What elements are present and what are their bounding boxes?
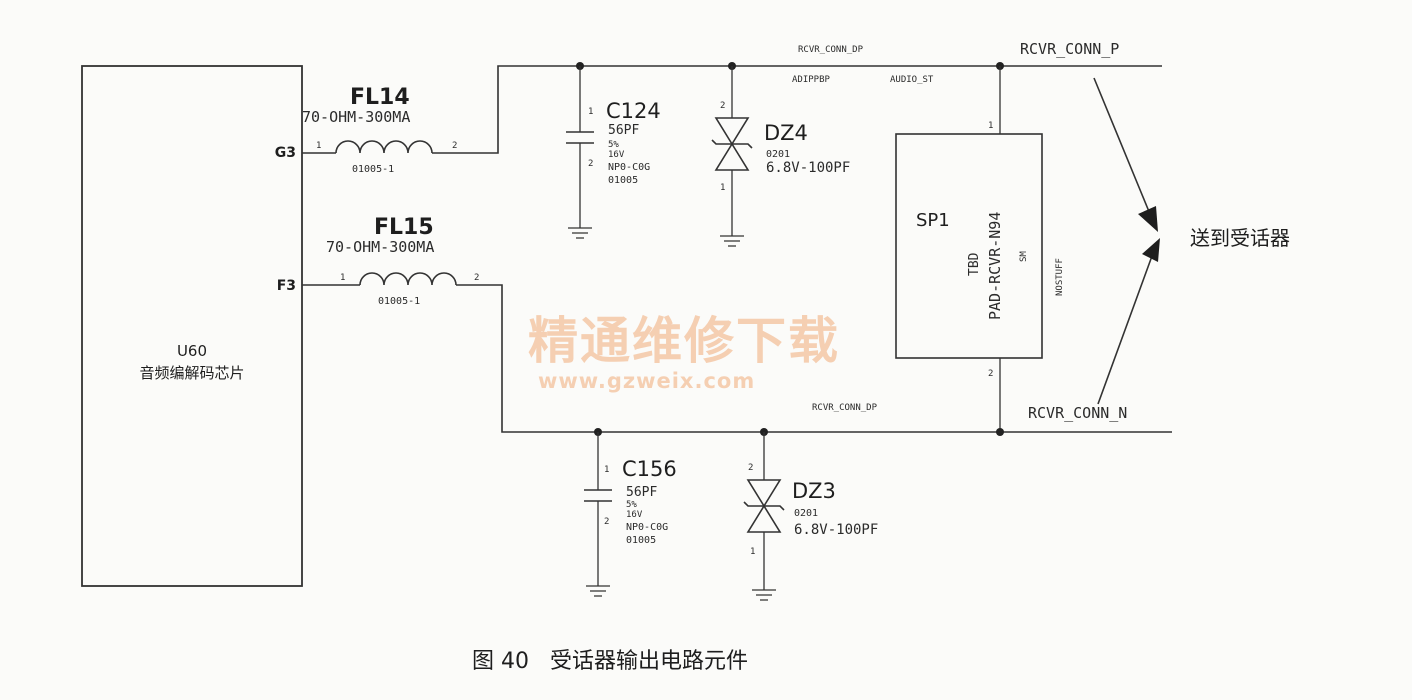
- fl14-pin1: 1: [316, 141, 321, 151]
- dz4-triangle-down: [714, 117, 750, 146]
- u60-desc: 音频编解码芯片: [139, 364, 244, 382]
- c124-pkg: 01005: [608, 175, 638, 186]
- fl15-pkg: 01005-1: [378, 296, 420, 307]
- fl14-value: 70-OHM-300MA: [302, 108, 410, 126]
- arrow-bottom-head: [1142, 238, 1160, 262]
- dz4-ref: DZ4: [764, 121, 808, 145]
- c156-volt: 16V: [626, 510, 643, 520]
- sp1-box: [895, 133, 1043, 359]
- sp1-sm: SM: [1019, 251, 1029, 262]
- dz3-pin-bottom: 1: [750, 547, 755, 557]
- net-top-sub1: ADIPPBP: [792, 75, 831, 85]
- c156-ref: C156: [622, 457, 677, 481]
- c124-value: 56PF: [608, 123, 639, 138]
- dz3-value: 6.8V-100PF: [794, 522, 878, 538]
- c156-pin1: 1: [604, 465, 609, 475]
- fl15-value: 70-OHM-300MA: [326, 238, 434, 256]
- c124-ref: C124: [606, 99, 661, 123]
- c156-diel: NP0-C0G: [626, 522, 668, 533]
- net-bottom-small: RCVR_CONN_DP: [812, 403, 878, 413]
- sp1-ref: SP1: [916, 210, 950, 231]
- sp1-pin-bottom: 2: [988, 369, 993, 379]
- net-top-sub2: AUDIO_ST: [890, 75, 934, 85]
- net-bottom-big: RCVR_CONN_N: [1028, 404, 1127, 422]
- arrow-top-head: [1138, 206, 1158, 232]
- wire-fl15-bottomnet: [456, 284, 1172, 433]
- net-top-small: RCVR_CONN_DP: [798, 45, 864, 55]
- dz3-triangle-down: [746, 479, 782, 508]
- fl14-ref: FL14: [350, 85, 410, 110]
- dz4-ground: [720, 235, 744, 247]
- sp1-part: PAD-RCVR-N94: [986, 212, 1004, 320]
- u60-chip-box: [81, 65, 303, 587]
- fl14-pkg: 01005-1: [352, 164, 394, 175]
- pin-g3-label: G3: [275, 145, 296, 161]
- fl15-pin2: 2: [474, 273, 479, 283]
- dz3-pkg: 0201: [794, 508, 818, 519]
- figure-caption: 图 40 受话器输出电路元件: [472, 649, 748, 674]
- pin-f3-label: F3: [277, 278, 296, 294]
- sp1-tbd: TBD: [967, 252, 982, 276]
- dz4-pin-top: 2: [720, 101, 725, 111]
- watermark-url: www.gzweix.com: [538, 369, 755, 393]
- c124-diel: NP0-C0G: [608, 162, 650, 173]
- c124-pin1: 1: [588, 107, 593, 117]
- fl15-ref: FL15: [374, 215, 434, 240]
- c156-ground: [586, 585, 610, 597]
- dz4-triangle-up: [714, 142, 750, 171]
- c124-ground: [568, 227, 592, 239]
- fl15-pin1: 1: [340, 273, 345, 283]
- net-top-big: RCVR_CONN_P: [1020, 40, 1119, 58]
- c124-tol: 5%: [608, 140, 619, 150]
- c124-pin2: 2: [588, 159, 593, 169]
- sp1-pin-top: 1: [988, 121, 993, 131]
- dz4-pkg: 0201: [766, 149, 790, 160]
- sp1-nostuff: NOSTUFF: [1055, 258, 1065, 296]
- dz3-pin-top: 2: [748, 463, 753, 473]
- dz3-triangle-up: [746, 504, 782, 533]
- dz4-value: 6.8V-100PF: [766, 160, 850, 176]
- fl14-coil: [335, 140, 433, 154]
- c156-pin2: 2: [604, 517, 609, 527]
- c124-volt: 16V: [608, 150, 625, 160]
- dz3-bar: [743, 501, 785, 511]
- dz4-pin-bottom: 1: [720, 183, 725, 193]
- dz3-ground: [752, 589, 776, 601]
- c156-tol: 5%: [626, 500, 637, 510]
- c156-pkg: 01005: [626, 535, 656, 546]
- watermark-cn: 精通维修下载: [528, 312, 840, 370]
- fl15-coil: [359, 272, 457, 286]
- c156-value: 56PF: [626, 485, 657, 500]
- fl14-pin2: 2: [452, 141, 457, 151]
- arrow-bottom-line: [1097, 255, 1153, 405]
- to-receiver-label: 送到受话器: [1190, 226, 1290, 250]
- wire-fl14-topnet: [432, 65, 1162, 154]
- dz3-ref: DZ3: [792, 479, 836, 503]
- junction-sp1-bottom: [996, 428, 1004, 436]
- u60-ref: U60: [177, 342, 207, 360]
- arrow-top-line: [1093, 77, 1151, 215]
- dz4-bar: [711, 139, 753, 149]
